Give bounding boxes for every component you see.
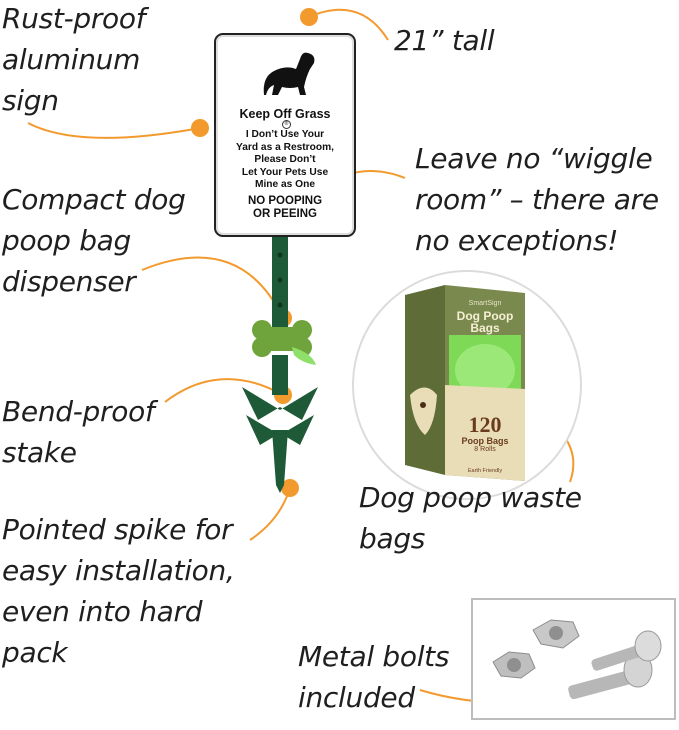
box-subtitle: Poop Bags (461, 436, 509, 446)
keep-off-grass-sign: Keep Off Grass ® I Don’t Use Your Yard a… (214, 33, 356, 237)
bone-dispenser-icon (252, 320, 312, 357)
callout-tall: 21” tall (394, 24, 495, 57)
box-eco: Earth Friendly (467, 468, 503, 474)
leader-spike (249, 487, 291, 541)
sign-body: I Don’t Use Your Yard as a Restroom, Ple… (236, 129, 334, 190)
callout-bend-proof: Bend-proof stake (2, 395, 155, 469)
box-count: 120 (468, 412, 502, 437)
bend-proof-stake (242, 235, 318, 493)
sign-warning: NO POOPING OR PEEING (247, 195, 323, 220)
box-title: Dog Poop Bags (456, 309, 514, 335)
dot-tall (300, 8, 318, 26)
callout-rust-proof: Rust-proof aluminum sign (2, 2, 146, 117)
callout-dispenser: Compact dog poop bag dispenser (2, 183, 186, 298)
leader-rust-proof (27, 122, 201, 139)
callout-bolts: Metal bolts included (298, 640, 450, 714)
box-rolls: 8 Rolls (474, 446, 496, 453)
callout-spike: Pointed spike for easy installation, eve… (2, 513, 235, 669)
callout-wiggle: Leave no “wiggle room” – there are no ex… (415, 142, 659, 257)
sign-title: Keep Off Grass (239, 107, 331, 121)
metal-bolts (492, 619, 662, 700)
dog-poop-bag-box (405, 285, 525, 481)
box-brand: SmartSign (468, 300, 502, 307)
sign-trademark-icon: ® (282, 120, 291, 129)
dog-silhouette-icon (263, 52, 315, 95)
bolts-frame (471, 598, 676, 720)
callout-waste-bags: Dog poop waste bags (359, 481, 582, 555)
dot-rust-proof (191, 119, 209, 137)
